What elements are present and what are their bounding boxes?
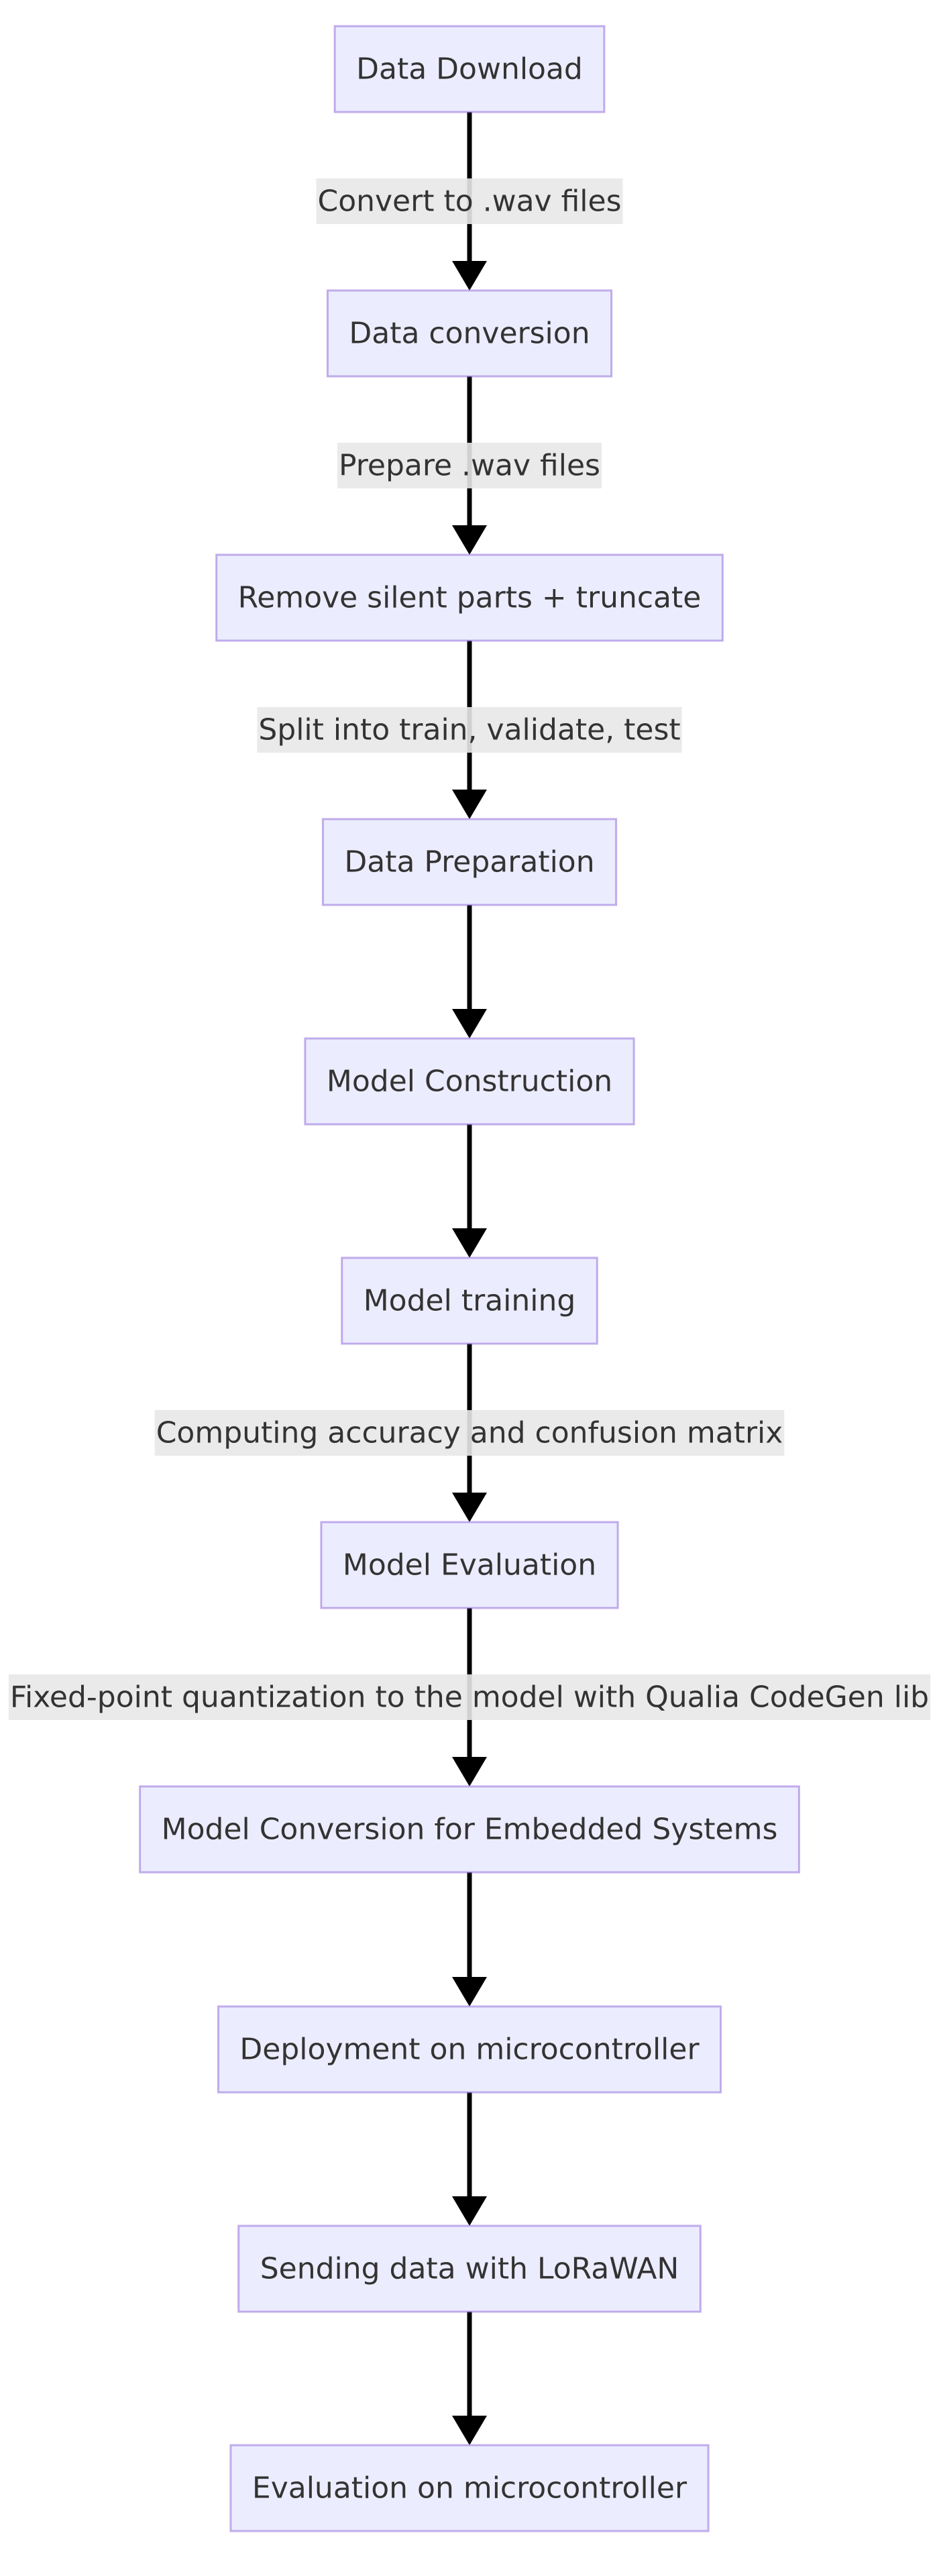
flow-node-9: Deployment on microcontroller [217,2005,722,2094]
flow-node-box [320,1521,619,1609]
flow-node-11: Evaluation on microcontroller [229,2444,710,2532]
arrowhead [452,1009,487,1038]
arrowhead [452,790,487,819]
arrowhead [452,1977,487,2006]
flow-node-label: Model training [364,1284,576,1318]
flow-edge-5 [452,1124,487,1258]
flow-node-label: Model Evaluation [343,1548,596,1582]
flow-node-box [237,2224,702,2313]
edge-label-text: Computing accuracy and confusion matrix [156,1416,783,1450]
edge-label-3: Split into train, validate, test [257,707,682,753]
flow-node-box [304,1037,635,1126]
flow-edge-10 [452,2312,487,2445]
flow-node-7: Model Evaluation [320,1521,619,1609]
edge-label-2: Prepare .wav files [337,443,602,488]
flow-node-2: Data conversion [326,289,613,378]
edge-label-background [337,443,602,488]
edge-label-background [257,707,682,753]
edge-label-text: Prepare .wav files [339,449,600,483]
arrowhead [452,2416,487,2445]
arrowhead [452,1228,487,1258]
flow-node-label: Deployment on microcontroller [239,2033,700,2067]
flow-node-label: Remove silent parts + truncate [238,581,702,615]
arrowhead [452,1493,487,1522]
arrowhead [452,1757,487,1786]
flow-node-label: Data conversion [349,317,590,351]
flow-node-box [326,289,613,378]
flow-node-6: Model training [341,1256,598,1345]
edge-label-text: Convert to .wav files [317,184,621,219]
flow-node-box [139,1785,800,1874]
flow-node-box [333,25,606,113]
edge-label-6: Computing accuracy and confusion matrix [154,1410,785,1456]
flow-node-8: Model Conversion for Embedded Systems [139,1785,800,1874]
flow-node-label: Sending data with LoRaWAN [260,2252,679,2286]
flow-edge-9 [452,2092,487,2226]
flow-node-3: Remove silent parts + truncate [215,553,724,642]
flow-node-box [321,818,618,906]
arrowhead [452,2196,487,2226]
arrowhead [452,525,487,555]
flow-node-box [341,1256,598,1345]
flow-node-label: Model Construction [327,1065,612,1099]
edge-label-text: Fixed-point quantization to the model wi… [10,1680,929,1715]
edge-label-1: Convert to .wav files [316,178,623,224]
edge-label-7: Fixed-point quantization to the model wi… [8,1674,931,1720]
flow-node-label: Data Download [356,52,583,87]
flow-node-10: Sending data with LoRaWAN [237,2224,702,2313]
flow-edge-8 [452,1872,487,2006]
flow-node-1: Data Download [333,25,606,113]
flow-node-label: Model Conversion for Embedded Systems [162,1813,778,1847]
edge-label-background [8,1674,931,1720]
flow-node-box [217,2005,722,2094]
flow-node-label: Evaluation on microcontroller [252,2471,687,2506]
edge-label-background [316,178,623,224]
edge-label-background [154,1410,785,1456]
edge-label-text: Split into train, validate, test [258,713,680,747]
flow-node-box [229,2444,710,2532]
flow-node-label: Data Preparation [344,845,594,879]
arrowhead [452,261,487,290]
flow-node-4: Data Preparation [321,818,618,906]
flow-node-box [215,553,724,642]
flow-node-5: Model Construction [304,1037,635,1126]
flow-edge-4 [452,905,487,1038]
